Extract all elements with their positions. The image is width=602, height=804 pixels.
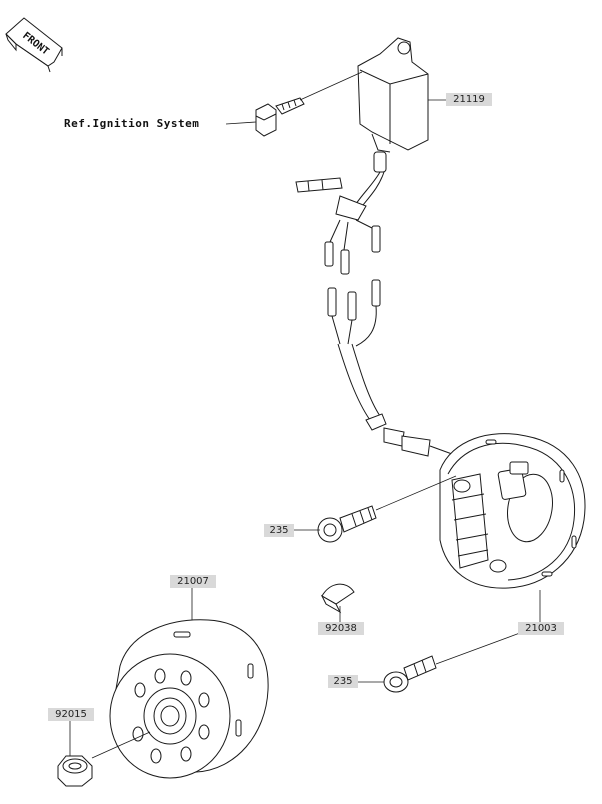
- wire-harness: [295, 171, 453, 457]
- woodruff-key: [320, 583, 355, 614]
- part-label-92038[interactable]: 92038: [318, 622, 364, 635]
- stator-assembly: [439, 433, 586, 589]
- ref-ignition-system-label: Ref.Ignition System: [64, 117, 200, 130]
- part-label-21003[interactable]: 21003: [518, 622, 564, 635]
- flywheel-nut: [57, 755, 93, 787]
- ignition-bolt: [255, 97, 305, 137]
- part-label-92015[interactable]: 92015: [48, 708, 94, 721]
- ignition-coil: [357, 37, 429, 173]
- flywheel: [109, 619, 269, 779]
- stator-bolt-upper: [317, 505, 377, 543]
- part-label-235-upper[interactable]: 235: [264, 524, 294, 537]
- part-label-21007[interactable]: 21007: [170, 575, 216, 588]
- front-arrow-icon: FRONT: [5, 17, 63, 73]
- part-label-235-lower[interactable]: 235: [328, 675, 358, 688]
- part-label-21119[interactable]: 21119: [446, 93, 492, 106]
- stator-bolt-lower: [383, 655, 437, 693]
- leader-lines: [69, 71, 541, 759]
